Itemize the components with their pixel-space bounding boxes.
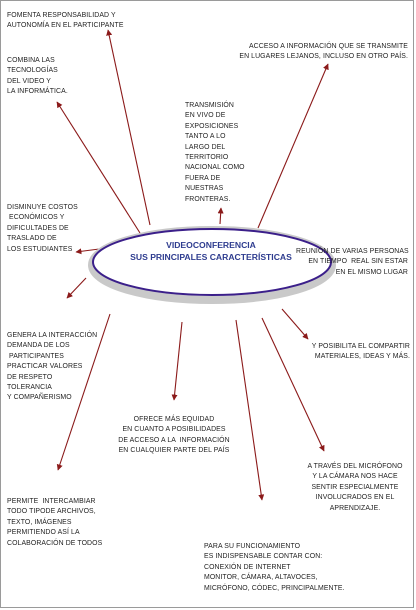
arrow-to-transmision	[217, 207, 224, 225]
arrow-to-interaccion	[66, 277, 87, 299]
label-acceso-lejanos: ACCESO A INFORMACIÓN QUE SE TRANSMITE EN…	[239, 43, 408, 61]
label-fomenta: FOMENTA RESPONSABILIDAD Y AUTONOMÍA EN E…	[7, 12, 124, 30]
label-reunion: REUNIÓN DE VARIAS PERSONAS EN TIEMPO REA…	[296, 248, 409, 276]
label-combina: COMBINA LAS TECNOLOGÍAS DEL VIDEO Y LA I…	[7, 57, 68, 96]
label-equidad: OFRECE MÁS EQUIDAD EN CUANTO A POSIBILID…	[118, 416, 230, 455]
label-disminuye: DISMINUYE COSTOS ECONÓMICOS Y DIFICULTAD…	[7, 204, 78, 253]
arrow-to-compartir	[281, 308, 309, 340]
label-archivos: PERMITE INTERCAMBIAR TODO TIPODE ARCHIVO…	[7, 498, 103, 547]
arrow-to-combina	[56, 101, 141, 234]
label-compartir: Y POSIBILITA EL COMPARTIR MATERIALES, ID…	[311, 343, 410, 361]
arrow-to-archivos	[56, 313, 111, 471]
label-interaccion: GENERA LA INTERACCIÓN DEMANDA DE LOS PAR…	[7, 332, 98, 402]
arrow-to-funcionamiento	[235, 319, 265, 501]
hub-title-line2: SUS PRINCIPALES CARACTERÍSTICAS	[130, 252, 292, 262]
label-funcionamiento: PARA SU FUNCIONAMIENTO ES INDISPENSABLE …	[204, 543, 345, 592]
arrow-to-equidad	[171, 321, 183, 401]
hub-title: VIDEOCONFERENCIA SUS PRINCIPALES CARACTE…	[108, 239, 314, 263]
hub-title-line1: VIDEOCONFERENCIA	[166, 240, 256, 250]
label-transmision: TRANSMISIÓN EN VIVO DE EXPOSICIONES TANT…	[185, 102, 245, 203]
label-microfono: A TRAVÉS DEL MICRÓFONO Y LA CÁMARA NOS H…	[307, 463, 403, 512]
arrow-to-acceso-lejanos	[257, 63, 329, 229]
hub-ellipse	[92, 228, 332, 296]
arrow-to-fomenta	[106, 29, 151, 226]
arrow-to-microfono	[261, 317, 325, 452]
